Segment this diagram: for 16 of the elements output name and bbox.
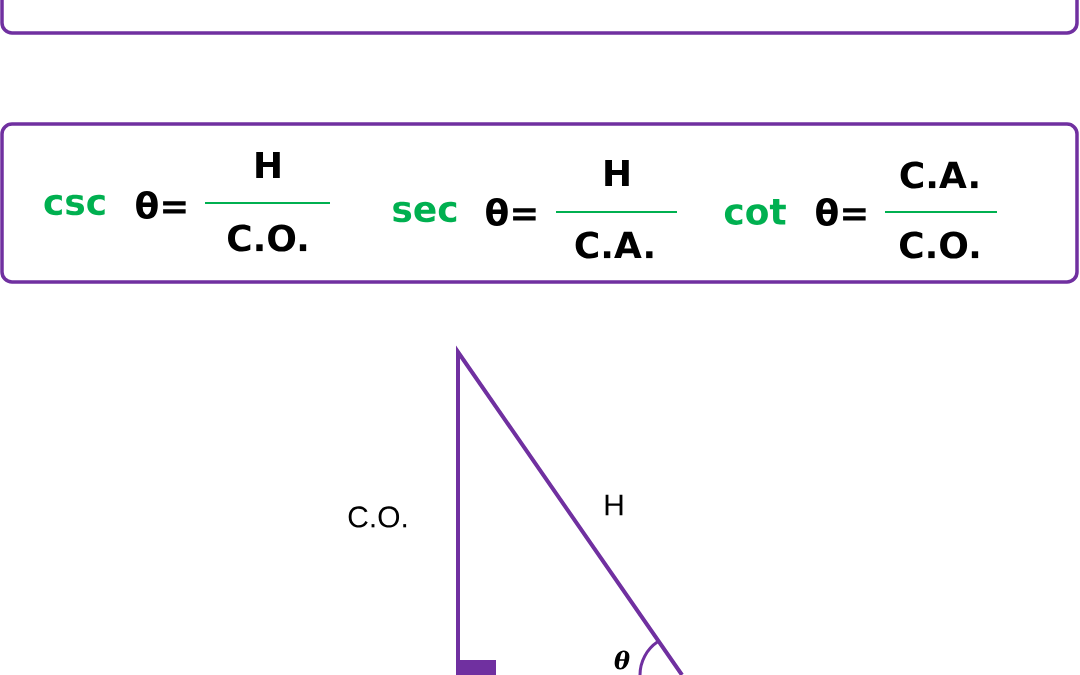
function-name: cot (724, 199, 786, 225)
formula-text: C.O. (900, 231, 979, 259)
formula-box (0, 0, 1079, 35)
formula-text: C.A. (900, 161, 978, 189)
formula-text: H (605, 159, 629, 187)
formula-text: C.O. (228, 224, 307, 252)
formula-text: C.A. (575, 231, 653, 259)
formula-text: θ= (136, 191, 186, 219)
function-name: sec (393, 201, 457, 223)
side-label: C.O. (348, 506, 407, 528)
formula-text: θ= (816, 198, 866, 226)
function-name: csc (44, 194, 105, 216)
angle-label: θ (614, 650, 630, 670)
formula-text: H (256, 151, 280, 179)
side-label: H (605, 494, 623, 516)
formula-text: θ= (486, 198, 536, 226)
